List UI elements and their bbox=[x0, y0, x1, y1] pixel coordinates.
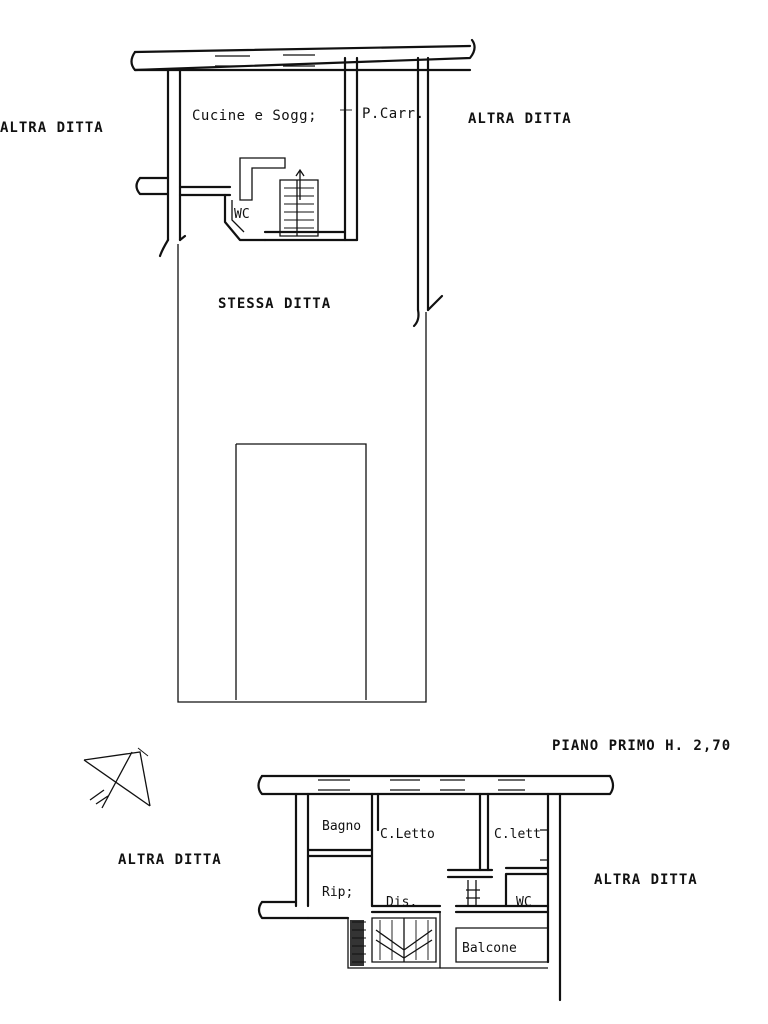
bottom-floor-plan: PIANO PRIMO H. 2,70 B bbox=[118, 738, 731, 1002]
room-rip-label: Rip; bbox=[322, 885, 353, 900]
room-wc-top-label: WC bbox=[234, 207, 250, 222]
plan-title: PIANO PRIMO H. 2,70 bbox=[552, 738, 731, 754]
label-right-top: ALTRA DITTA bbox=[468, 111, 572, 127]
room-balcone-label: Balcone bbox=[462, 941, 517, 956]
room-cletto-label: C.Letto bbox=[380, 827, 435, 842]
label-left-bottom: ALTRA DITTA bbox=[118, 852, 222, 868]
label-right-bottom: ALTRA DITTA bbox=[594, 872, 698, 888]
room-dis-label: Dis. bbox=[386, 895, 417, 910]
top-floor-plan: ALTRA DITTA ALTRA DITTA Cucine e Sogg; P… bbox=[0, 38, 572, 703]
room-bagno-label: Bagno bbox=[322, 819, 361, 834]
label-left-top: ALTRA DITTA bbox=[0, 120, 104, 136]
area-same-company-label: STESSA DITTA bbox=[218, 296, 331, 312]
room-pcarr-label: P.Carr. bbox=[362, 106, 425, 122]
room-clett-label: C.lett bbox=[494, 827, 541, 842]
room-kitchen-label: Cucine e Sogg; bbox=[192, 108, 317, 124]
north-arrow-icon bbox=[83, 747, 151, 809]
room-wc-bottom-label: WC bbox=[516, 895, 532, 910]
